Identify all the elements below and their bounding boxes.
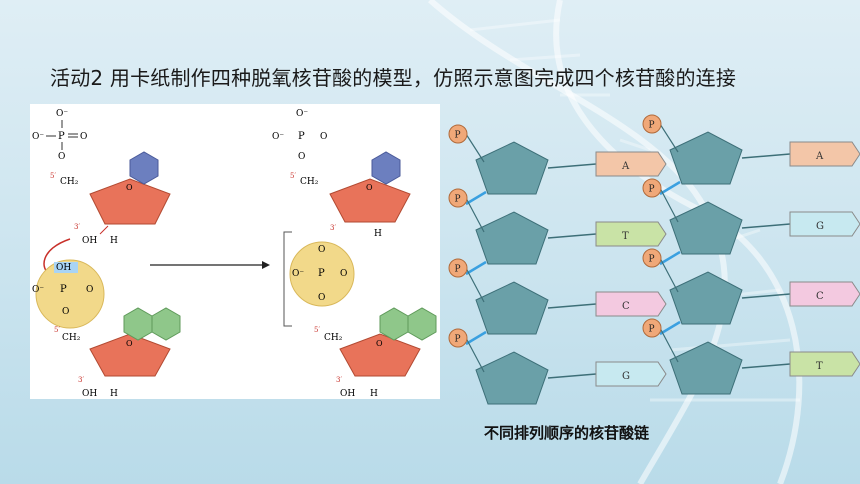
base-tag (789, 281, 860, 307)
phosphate-label: P (455, 131, 461, 141)
base-label: G (622, 371, 630, 382)
label-ring-o: O (126, 183, 133, 192)
base-label: C (816, 291, 824, 302)
label-ch2: CH₂ (62, 333, 81, 343)
phosphate-label: P (649, 185, 655, 195)
phosphate-circle (448, 328, 468, 348)
nucleotide-chains: A P T P C P G P A P G P C P T P (440, 100, 860, 415)
label-o-minus: O⁻ (292, 269, 304, 279)
sugar-pentagon (669, 341, 743, 395)
phosphate-circle (642, 178, 662, 198)
label-o: O (298, 152, 305, 162)
label-o: O (318, 293, 325, 303)
base-tag (789, 351, 860, 377)
label-o-minus: O⁻ (296, 109, 308, 119)
phosphate-circle (642, 248, 662, 268)
reaction-arrow (150, 261, 270, 269)
label-5prime: 5′ (50, 172, 56, 180)
label-o-minus: O⁻ (32, 285, 44, 295)
label-o: O (318, 245, 325, 255)
label-5prime: 5′ (54, 326, 60, 334)
chains-caption: 不同排列顺序的核苷酸链 (484, 424, 650, 442)
sugar-pentagon (669, 131, 743, 185)
activity-title: 活动2 用卡纸制作四种脱氧核苷酸的模型，仿照示意图完成四个核苷酸的连接 (50, 66, 737, 90)
label-o: O (340, 269, 347, 279)
label-p: P (318, 268, 325, 279)
nucleotide-upper-left: O⁻ O⁻ P O O 5′ CH₂ O 3′ OH H (32, 109, 171, 246)
base-label: A (621, 161, 630, 172)
label-o-minus: O⁻ (56, 109, 68, 119)
nucleotide-lower-left: OH O⁻ P O O 5′ CH₂ O 3′ OH H (32, 259, 181, 399)
label-p: P (60, 284, 67, 295)
base-tag (595, 361, 667, 387)
label-5prime: 5′ (314, 326, 320, 334)
sugar-pentagon (475, 141, 549, 195)
label-3prime: 3′ (336, 376, 342, 384)
phosphate-label: P (649, 325, 655, 335)
label-o: O (58, 152, 65, 162)
label-o: O (320, 132, 327, 142)
dinucleotide-result: O⁻ O⁻ P O O 5′ CH₂ O 3′ H O O⁻ P O O 5′ … (272, 109, 437, 399)
phosphate-circle (448, 258, 468, 278)
nucleotide-chain-2: A P G P C P T P (642, 114, 860, 395)
label-ring-o: O (376, 339, 383, 348)
label-h: H (110, 236, 118, 246)
label-oh-highlight: OH (56, 263, 71, 273)
base-label: A (815, 151, 824, 162)
phosphate-circle (448, 188, 468, 208)
label-h: H (110, 389, 118, 399)
phosphate-circle (642, 114, 662, 134)
label-ring-o: O (126, 339, 133, 348)
base-tag (595, 291, 667, 317)
sugar-pentagon (475, 211, 549, 265)
base-label: C (622, 301, 630, 312)
phosphate-circle (448, 124, 468, 144)
sugar-pentagon (475, 281, 549, 335)
label-h: H (374, 229, 382, 239)
phosphate-circle (642, 318, 662, 338)
phosphate-label: P (455, 195, 461, 205)
phosphate-label: P (649, 121, 655, 131)
base-label: G (816, 221, 824, 232)
label-o: O (62, 307, 69, 317)
base-tag (595, 151, 667, 177)
label-5prime: 5′ (290, 172, 296, 180)
base-tag (789, 141, 860, 167)
label-o: O (86, 285, 93, 295)
base-label: T (816, 361, 823, 372)
sugar-pentagon (669, 271, 743, 325)
sugar-pentagon (475, 351, 549, 405)
phosphate-label: P (455, 335, 461, 345)
label-p: P (298, 131, 305, 142)
nucleotide-chain-1: A P T P C P G P (448, 124, 667, 405)
label-ch2: CH₂ (300, 177, 319, 187)
label-3prime: 3′ (330, 224, 336, 232)
label-oh: OH (82, 389, 97, 399)
label-ch2: CH₂ (60, 177, 79, 187)
base-tag (789, 211, 860, 237)
phosphate-label: P (649, 255, 655, 265)
label-p: P (58, 131, 65, 142)
phosphate-label: P (455, 265, 461, 275)
label-3prime: 3′ (74, 223, 80, 231)
sugar-pentagon (669, 201, 743, 255)
label-o-minus: O⁻ (32, 132, 44, 142)
label-h: H (370, 389, 378, 399)
label-ring-o: O (366, 183, 373, 192)
label-oh: OH (340, 389, 355, 399)
label-o-minus: O⁻ (272, 132, 284, 142)
base-tag (595, 221, 667, 247)
label-3prime: 3′ (78, 376, 84, 384)
base-label: T (622, 231, 629, 242)
label-o: O (80, 132, 87, 142)
label-ch2: CH₂ (324, 333, 343, 343)
label-oh: OH (82, 236, 97, 246)
nucleotide-linkage-schematic: O⁻ O⁻ P O O 5′ CH₂ O 3′ OH H OH O⁻ (30, 104, 440, 399)
